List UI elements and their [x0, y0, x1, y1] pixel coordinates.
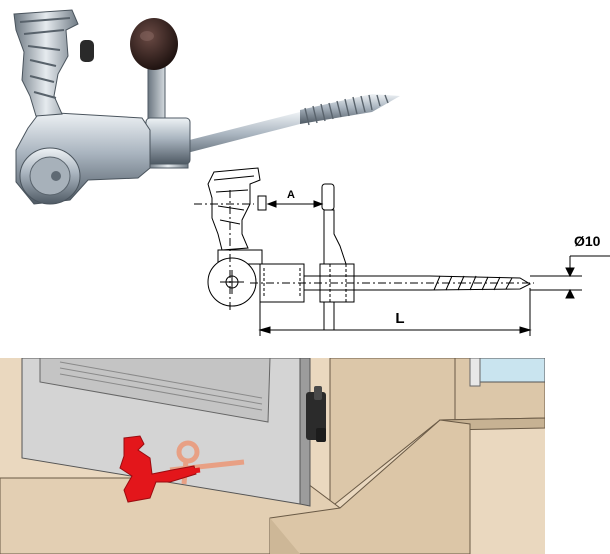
- product-photo: [13, 9, 400, 205]
- wall-hinge: [306, 386, 326, 442]
- photo-bracket: [15, 111, 151, 205]
- label-l: L: [395, 310, 404, 327]
- technical-drawing: A L Ø10: [194, 167, 610, 336]
- drawing-screw: [250, 275, 534, 291]
- label-diameter: Ø10: [574, 233, 601, 249]
- label-a: A: [287, 189, 295, 201]
- installation-scene: [0, 358, 545, 554]
- dimension-l: [258, 288, 532, 336]
- dimension-diameter: [530, 255, 610, 299]
- photo-knob: [130, 18, 178, 70]
- shutter: [21, 358, 311, 507]
- catch-red: [119, 435, 201, 503]
- drawing-lever: [319, 183, 355, 330]
- drawing-base: [207, 190, 263, 310]
- photo-bust-head: [13, 9, 94, 117]
- dimension-a: [266, 200, 324, 208]
- window-opening: [329, 358, 545, 510]
- drawing-bust: [194, 167, 267, 251]
- photo-lever: [145, 51, 191, 169]
